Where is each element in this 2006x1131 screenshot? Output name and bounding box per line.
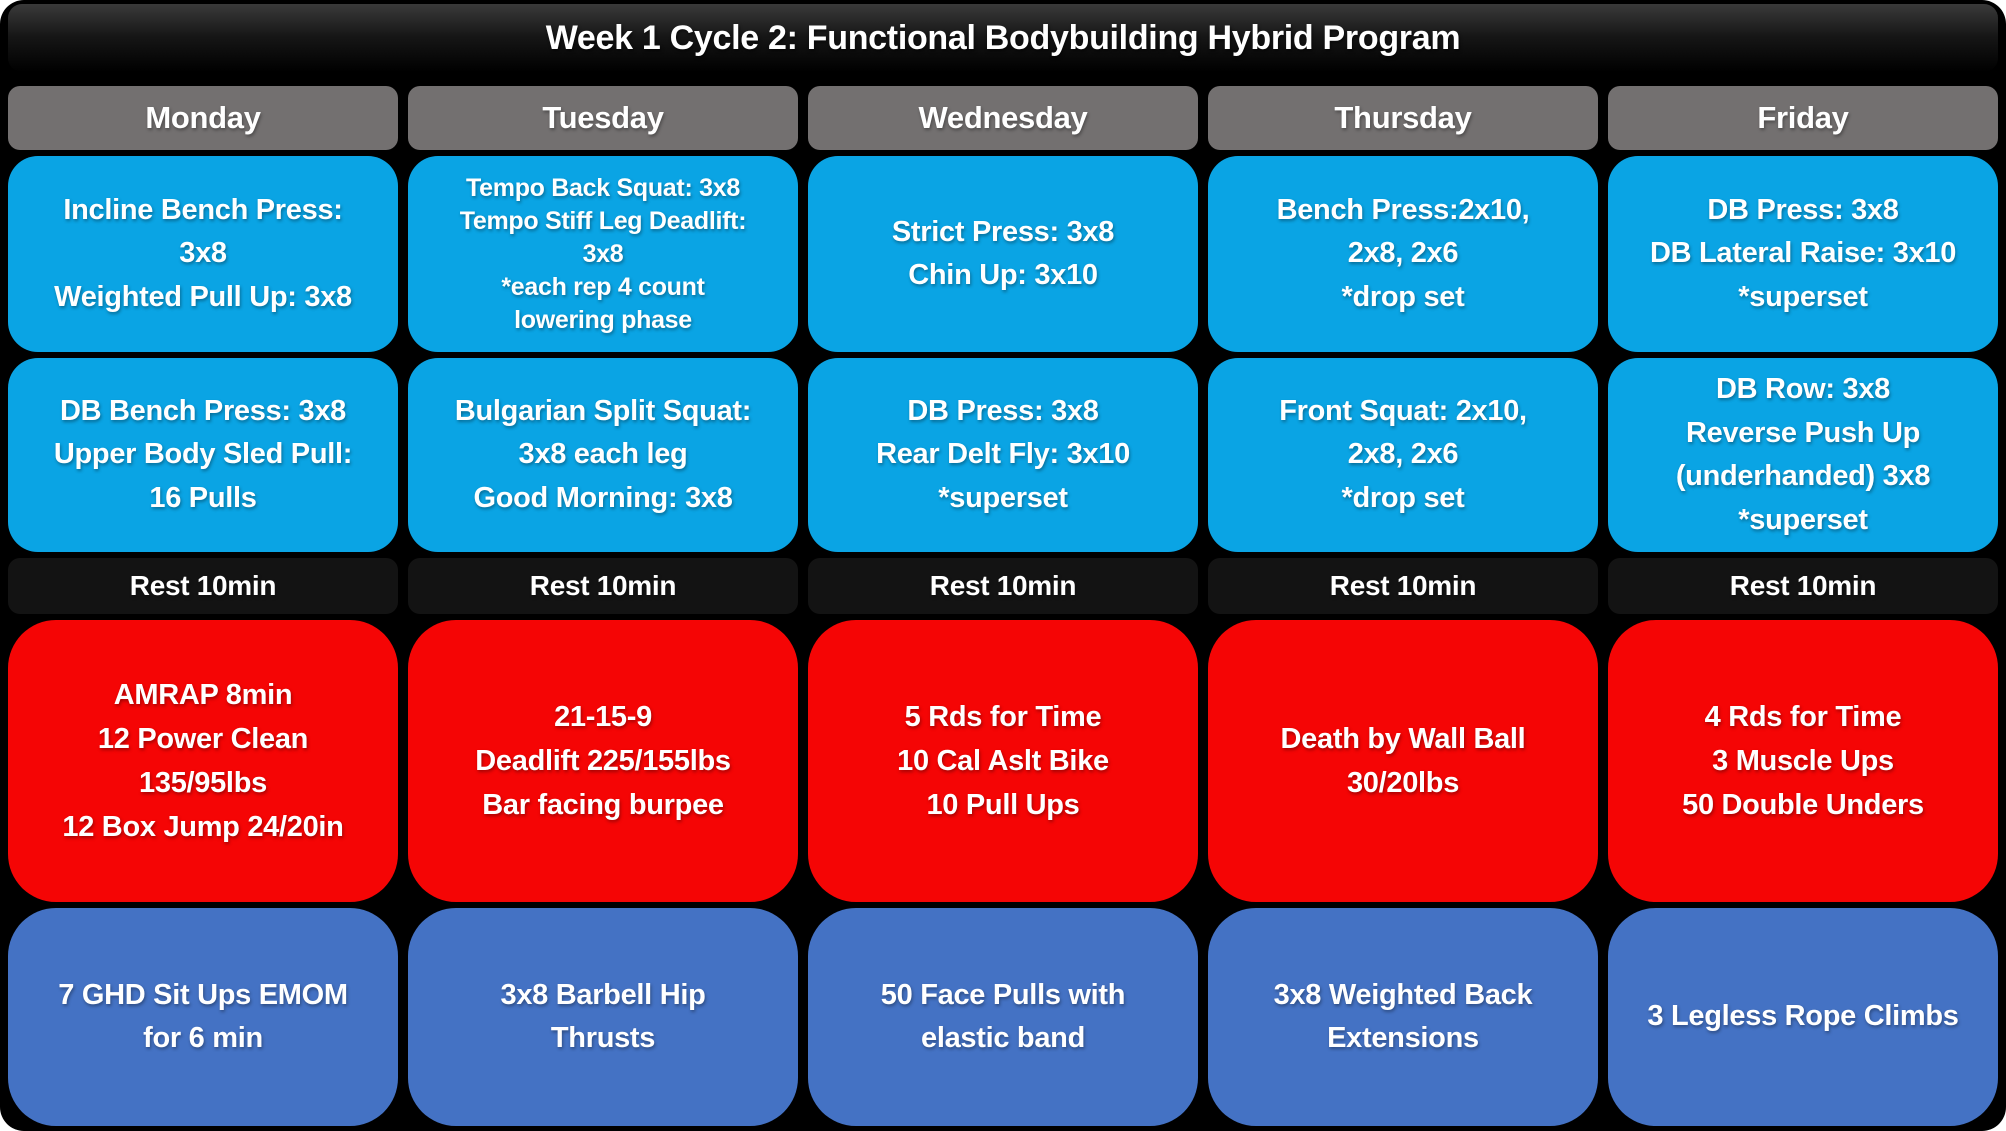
rest-label: Rest 10min — [929, 570, 1077, 601]
rest-label: Rest 10min — [1329, 570, 1477, 601]
thursday-strength-block-2: Front Squat: 2x10, 2x8, 2x6 *drop set — [1208, 358, 1598, 552]
page-title: Week 1 Cycle 2: Functional Bodybuilding … — [545, 18, 1461, 57]
day-header-thursday: Thursday — [1208, 86, 1598, 150]
monday-strength-block-2: DB Bench Press: 3x8 Upper Body Sled Pull… — [8, 358, 398, 552]
day-header-label: Thursday — [1334, 100, 1472, 135]
exercise-text: Bulgarian Split Squat: 3x8 each leg Good… — [454, 394, 752, 514]
accessory-text: 3 Legless Rope Climbs — [1647, 1000, 1959, 1033]
monday-metcon-block: AMRAP 8min 12 Power Clean 135/95lbs 12 B… — [8, 620, 398, 902]
tuesday-strength-block-2: Bulgarian Split Squat: 3x8 each leg Good… — [408, 358, 798, 552]
program-grid: Monday Tuesday Wednesday Thursday Friday… — [8, 86, 1998, 1126]
wednesday-rest-bar: Rest 10min — [808, 558, 1198, 614]
tuesday-rest-bar: Rest 10min — [408, 558, 798, 614]
tuesday-strength-block-1: Tempo Back Squat: 3x8 Tempo Stiff Leg De… — [408, 156, 798, 352]
monday-rest-bar: Rest 10min — [8, 558, 398, 614]
friday-accessory-block: 3 Legless Rope Climbs — [1608, 908, 1998, 1126]
exercise-text: DB Press: 3x8 Rear Delt Fly: 3x10 *super… — [876, 394, 1130, 514]
rest-label: Rest 10min — [1729, 570, 1877, 601]
day-header-label: Friday — [1757, 100, 1849, 135]
thursday-accessory-block: 3x8 Weighted Back Extensions — [1208, 908, 1598, 1126]
accessory-text: 50 Face Pulls with elastic band — [880, 978, 1126, 1055]
metcon-text: 21-15-9 Deadlift 225/155lbs Bar facing b… — [475, 700, 731, 822]
exercise-text: Front Squat: 2x10, 2x8, 2x6 *drop set — [1279, 394, 1527, 514]
accessory-text: 3x8 Barbell Hip Thrusts — [500, 978, 706, 1055]
metcon-text: 4 Rds for Time 3 Muscle Ups 50 Double Un… — [1682, 700, 1924, 822]
exercise-text: Tempo Back Squat: 3x8 Tempo Stiff Leg De… — [459, 173, 747, 334]
monday-accessory-block: 7 GHD Sit Ups EMOM for 6 min — [8, 908, 398, 1126]
wednesday-strength-block-1: Strict Press: 3x8 Chin Up: 3x10 — [808, 156, 1198, 352]
friday-metcon-block: 4 Rds for Time 3 Muscle Ups 50 Double Un… — [1608, 620, 1998, 902]
friday-rest-bar: Rest 10min — [1608, 558, 1998, 614]
day-header-wednesday: Wednesday — [808, 86, 1198, 150]
metcon-text: Death by Wall Ball 30/20lbs — [1280, 722, 1526, 799]
title-bar: Week 1 Cycle 2: Functional Bodybuilding … — [8, 4, 1998, 72]
day-header-label: Tuesday — [542, 100, 664, 135]
thursday-rest-bar: Rest 10min — [1208, 558, 1598, 614]
metcon-text: AMRAP 8min 12 Power Clean 135/95lbs 12 B… — [62, 678, 344, 844]
day-header-friday: Friday — [1608, 86, 1998, 150]
friday-strength-block-2: DB Row: 3x8 Reverse Push Up (underhanded… — [1608, 358, 1998, 552]
accessory-text: 3x8 Weighted Back Extensions — [1273, 978, 1533, 1055]
wednesday-strength-block-2: DB Press: 3x8 Rear Delt Fly: 3x10 *super… — [808, 358, 1198, 552]
friday-strength-block-1: DB Press: 3x8 DB Lateral Raise: 3x10 *su… — [1608, 156, 1998, 352]
wednesday-accessory-block: 50 Face Pulls with elastic band — [808, 908, 1198, 1126]
day-header-label: Wednesday — [918, 100, 1088, 135]
thursday-strength-block-1: Bench Press:2x10, 2x8, 2x6 *drop set — [1208, 156, 1598, 352]
tuesday-metcon-block: 21-15-9 Deadlift 225/155lbs Bar facing b… — [408, 620, 798, 902]
exercise-text: DB Row: 3x8 Reverse Push Up (underhanded… — [1675, 373, 1931, 536]
tuesday-accessory-block: 3x8 Barbell Hip Thrusts — [408, 908, 798, 1126]
metcon-text: 5 Rds for Time 10 Cal Aslt Bike 10 Pull … — [897, 700, 1109, 822]
exercise-text: Strict Press: 3x8 Chin Up: 3x10 — [891, 215, 1115, 292]
day-header-monday: Monday — [8, 86, 398, 150]
day-header-tuesday: Tuesday — [408, 86, 798, 150]
exercise-text: Bench Press:2x10, 2x8, 2x6 *drop set — [1276, 193, 1530, 313]
rest-label: Rest 10min — [529, 570, 677, 601]
monday-strength-block-1: Incline Bench Press: 3x8 Weighted Pull U… — [8, 156, 398, 352]
wednesday-metcon-block: 5 Rds for Time 10 Cal Aslt Bike 10 Pull … — [808, 620, 1198, 902]
thursday-metcon-block: Death by Wall Ball 30/20lbs — [1208, 620, 1598, 902]
exercise-text: DB Press: 3x8 DB Lateral Raise: 3x10 *su… — [1649, 193, 1957, 313]
day-header-label: Monday — [145, 100, 261, 135]
rest-label: Rest 10min — [129, 570, 277, 601]
exercise-text: Incline Bench Press: 3x8 Weighted Pull U… — [54, 193, 352, 313]
accessory-text: 7 GHD Sit Ups EMOM for 6 min — [58, 978, 348, 1055]
exercise-text: DB Bench Press: 3x8 Upper Body Sled Pull… — [53, 394, 353, 514]
